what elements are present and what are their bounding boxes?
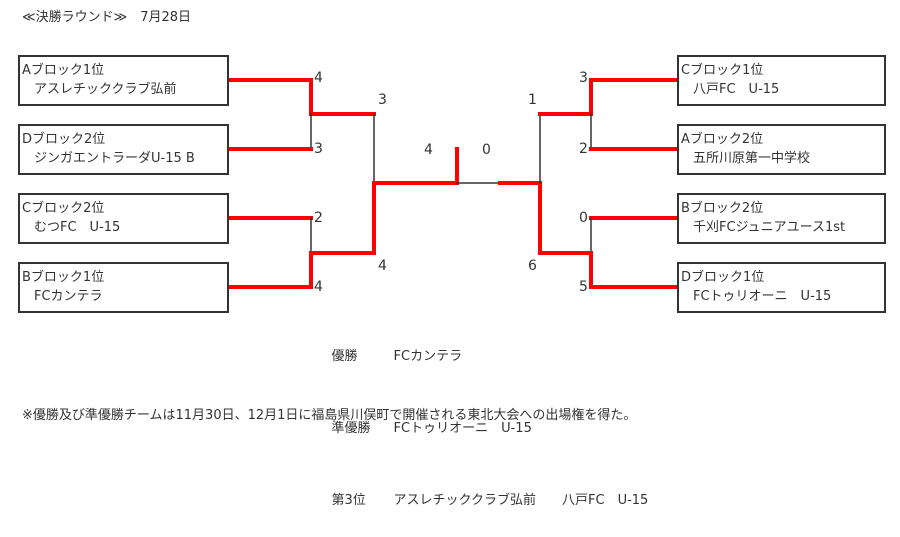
score-semi-left-bottom: 4 [378,258,387,274]
team-box-right-1: Cブロック1位 八戸FC U-15 [677,55,886,106]
team-block-rank: Bブロック1位 [22,270,105,285]
team-box-left-2: Dブロック2位 ジンガエントラーダU-15 B [18,124,229,175]
result-value: アスレチッククラブ弘前 八戸FC U-15 [393,493,649,508]
team-name: 八戸FC U-15 [693,82,780,97]
team-name: FCトゥリオーニ U-15 [693,289,832,304]
score-semi-right-bottom: 6 [528,258,537,274]
result-third-place: 第3位 アスレチッククラブ弘前 八戸FC U-15 [315,465,649,537]
score-right-4: 5 [579,279,588,295]
score-left-4: 4 [314,279,323,295]
team-box-right-2: Aブロック2位 五所川原第一中学校 [677,124,886,175]
result-label: 優勝 [331,349,358,364]
score-left-2: 3 [314,141,323,157]
score-final-left: 4 [424,142,433,158]
page-title: ≪決勝ラウンド≫ 7月28日 [22,10,192,25]
result-label: 第3位 [331,493,366,508]
team-block-rank: Dブロック2位 [22,132,106,147]
team-box-left-4: Bブロック1位 FCカンテラ [18,262,229,313]
team-name: アスレチッククラブ弘前 [34,82,177,97]
bracket-lines [227,78,678,289]
team-name: FCカンテラ [34,289,103,304]
left-r1-bottom-winner-line [227,251,376,289]
score-final-right: 0 [482,142,491,158]
team-box-left-3: Cブロック2位 むつFC U-15 [18,193,229,244]
team-box-left-1: Aブロック1位 アスレチッククラブ弘前 [18,55,229,106]
score-right-3: 0 [579,210,588,226]
team-name: むつFC U-15 [34,220,121,235]
right-r2-winner-line [498,181,593,255]
team-name: ジンガエントラーダU-15 B [34,151,195,166]
team-box-right-3: Bブロック2位 千刈FCジュニアユース1st [677,193,886,244]
team-block-rank: Aブロック1位 [22,63,105,78]
team-block-rank: Bブロック2位 [681,201,764,216]
team-box-right-4: Dブロック1位 FCトゥリオーニ U-15 [677,262,886,313]
team-block-rank: Aブロック2位 [681,132,764,147]
right-r1-bottom-winner-line [589,251,678,289]
team-name: 五所川原第一中学校 [693,151,811,166]
left-r2-winner-line [372,147,459,255]
team-name: 千刈FCジュニアユース1st [693,220,846,235]
score-semi-left-top: 3 [378,92,387,108]
score-right-2: 2 [579,141,588,157]
result-value: FCトゥリオーニ U-15 [393,421,532,436]
team-block-rank: Cブロック1位 [681,63,764,78]
result-champion: 優勝 FCカンテラ [315,321,648,393]
team-block-rank: Cブロック2位 [22,201,105,216]
score-left-3: 2 [314,210,323,226]
team-block-rank: Dブロック1位 [681,270,765,285]
right-r1-top-winner-line [589,78,678,116]
footnote: ※優勝及び準優勝チームは11月30日、12月1日に福島県川俣町で開催される東北大… [22,408,637,423]
score-right-1: 3 [579,70,588,86]
score-semi-right-top: 1 [528,92,537,108]
result-value: FCカンテラ [393,349,463,364]
left-r1-top-winner-line [227,78,376,116]
score-left-1: 4 [314,70,323,86]
